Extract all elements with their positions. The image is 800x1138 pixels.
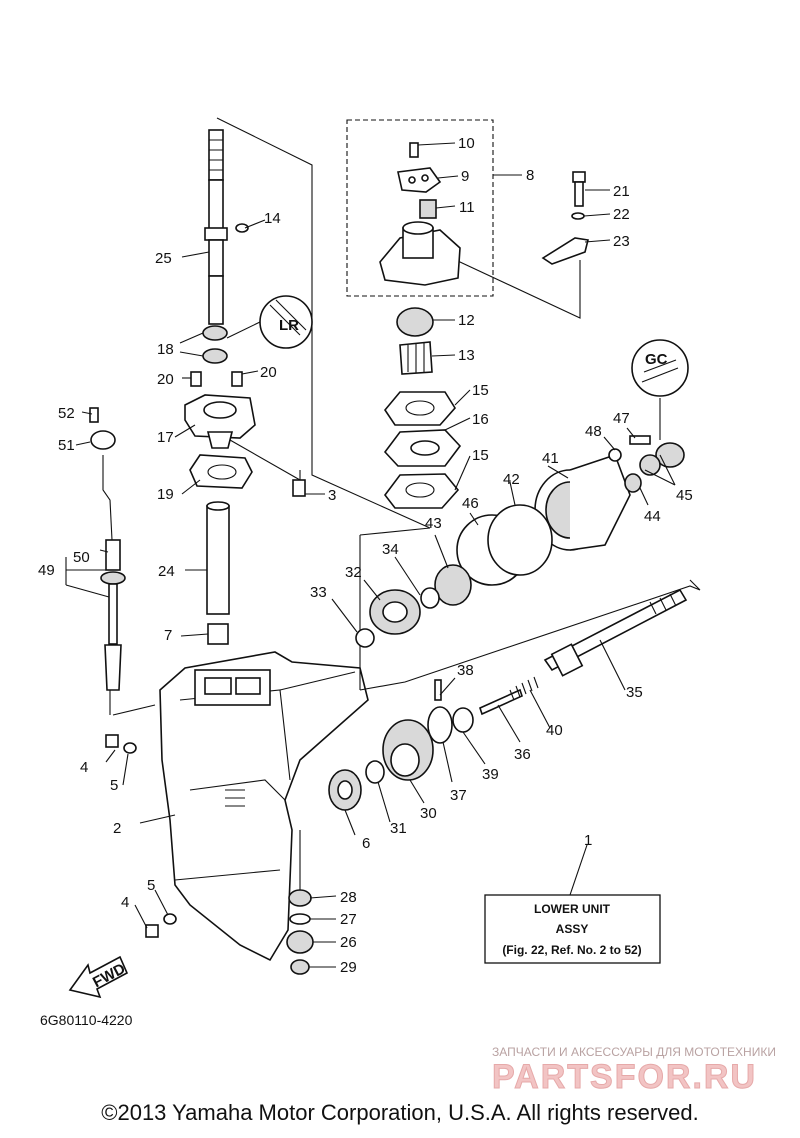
svg-text:GC: GC: [645, 351, 668, 368]
propeller-shaft-drawing: [543, 588, 688, 677]
ref-label-20: 20: [157, 371, 174, 388]
forward-gear-drawing: [355, 589, 421, 648]
assembly-title: LOWER UNIT: [534, 902, 611, 916]
pin-drawing: [434, 679, 442, 701]
watermark: ЗАПЧАСТИ И АКСЕССУАРЫ ДЛЯ МОТОТЕХНИКИ PA…: [492, 1045, 776, 1097]
drawing-code: 6G80110-4220: [40, 1012, 133, 1028]
watermark-brand: PARTSFOR.RU: [492, 1058, 757, 1096]
assembly-reference-box: LOWER UNIT ASSY (Fig. 22, Ref. No. 2 to …: [484, 894, 661, 964]
bearing-lower-drawing: [202, 348, 228, 364]
ref-label-47: 47: [613, 410, 630, 427]
bearing-housing-drawing: [184, 394, 256, 449]
collar-drawing: [207, 623, 229, 645]
lower-casing-drawing: [159, 651, 369, 962]
pinion-stack-drawing: [286, 889, 314, 975]
ref-label-11: 11: [459, 199, 475, 216]
pin-drawing: [292, 479, 306, 497]
ref-label-23: 23: [613, 233, 630, 250]
ref-label-51: 51: [58, 437, 75, 454]
ref-label-45: 45: [676, 487, 693, 504]
ref-label-21: 21: [613, 183, 630, 200]
ref-label-49: 49: [38, 562, 55, 579]
ref-label-15: 15: [472, 382, 489, 399]
ref-label-10: 10: [458, 135, 475, 152]
ref-label-42: 42: [503, 471, 520, 488]
ref-label-31: 31: [390, 820, 407, 837]
ref-label-38: 38: [457, 662, 474, 679]
ref-label-30: 30: [420, 805, 437, 822]
ref-label-4: 4: [80, 759, 88, 776]
ref-label-19: 19: [157, 486, 174, 503]
water-pump-kit-box: [346, 119, 494, 297]
bolt-drawing: [105, 734, 119, 748]
ref-label-50: 50: [73, 549, 90, 566]
ref-label-32: 32: [345, 564, 362, 581]
ref-label-9: 9: [461, 168, 469, 185]
washer-drawing: [123, 742, 137, 754]
ref-label-39: 39: [482, 766, 499, 783]
ref-label-8: 8: [526, 167, 534, 184]
ref-label-34: 34: [382, 541, 399, 558]
copyright-footer: ©2013 Yamaha Motor Corporation, U.S.A. A…: [101, 1100, 699, 1125]
fwd-arrow-icon: FWD: [68, 955, 128, 999]
watermark-tagline: ЗАПЧАСТИ И АКСЕССУАРЫ ДЛЯ МОТОТЕХНИКИ: [492, 1045, 776, 1059]
bearing-upper-drawing: [202, 325, 228, 341]
ref-label-13: 13: [458, 347, 475, 364]
ref-label-46: 46: [462, 495, 479, 512]
ref-label-25: 25: [155, 250, 172, 267]
ref-label-48: 48: [585, 423, 602, 440]
ref-label-22: 22: [613, 206, 630, 223]
assembly-reference: (Fig. 22, Ref. No. 2 to 52): [502, 943, 641, 957]
ref-label-5: 5: [110, 777, 118, 794]
washer-drawing: [163, 913, 177, 925]
ref-label-37: 37: [450, 787, 467, 804]
ref-label-33: 33: [310, 584, 327, 601]
ref-label-6: 6: [362, 835, 370, 852]
ref-label-2: 2: [113, 820, 121, 837]
ref-label-24: 24: [158, 563, 175, 580]
ref-label-35: 35: [626, 684, 643, 701]
ref-label-40: 40: [546, 722, 563, 739]
ref-label-17: 17: [157, 429, 174, 446]
ref-label-16: 16: [472, 411, 489, 428]
gasket-drawing: [189, 454, 253, 489]
ref-label-52: 52: [58, 405, 75, 422]
key-drawing: [235, 223, 249, 233]
ref-label-43: 43: [425, 515, 442, 532]
ref-label-15: 15: [472, 447, 489, 464]
bolt-clamp-drawing: [541, 171, 589, 265]
ref-label-20: 20: [260, 364, 277, 381]
ref-label-29: 29: [340, 959, 357, 976]
ref-label-44: 44: [644, 508, 661, 525]
drive-shaft-drawing: [204, 129, 228, 325]
ref-label-7: 7: [164, 627, 172, 644]
part-labels: 1 2 3 4 4 5 5 6 7 8 9 10 11 12 13 14 15 …: [38, 135, 693, 976]
ref-label-28: 28: [340, 889, 357, 906]
ref-label-41: 41: [542, 450, 559, 467]
ref-label-3: 3: [328, 487, 336, 504]
leader-lines: [65, 142, 676, 968]
ref-label-1: 1: [584, 832, 592, 849]
ref-label-36: 36: [514, 746, 531, 763]
reverse-gear-drawing: [328, 706, 474, 811]
propeller-shaft-housing-drawing: [420, 435, 685, 609]
dowel-pin-drawing: [190, 371, 202, 387]
grease-callout-right: [631, 339, 689, 397]
ref-label-5: 5: [147, 877, 155, 894]
ref-label-4: 4: [121, 894, 129, 911]
shift-plunger-drawing: [479, 688, 523, 716]
dowel-pin-drawing: [231, 371, 243, 387]
shift-rod-drawing: [89, 407, 126, 691]
ref-label-26: 26: [340, 934, 357, 951]
water-pump-drawing: [379, 142, 462, 509]
bolt-drawing: [145, 924, 159, 938]
svg-text:LR: LR: [279, 317, 299, 334]
ref-label-18: 18: [157, 341, 174, 358]
ref-label-27: 27: [340, 911, 357, 928]
ref-label-14: 14: [264, 210, 281, 227]
assembly-subtitle: ASSY: [556, 922, 589, 936]
shaft-tube-drawing: [206, 505, 230, 615]
ref-label-12: 12: [458, 312, 475, 329]
